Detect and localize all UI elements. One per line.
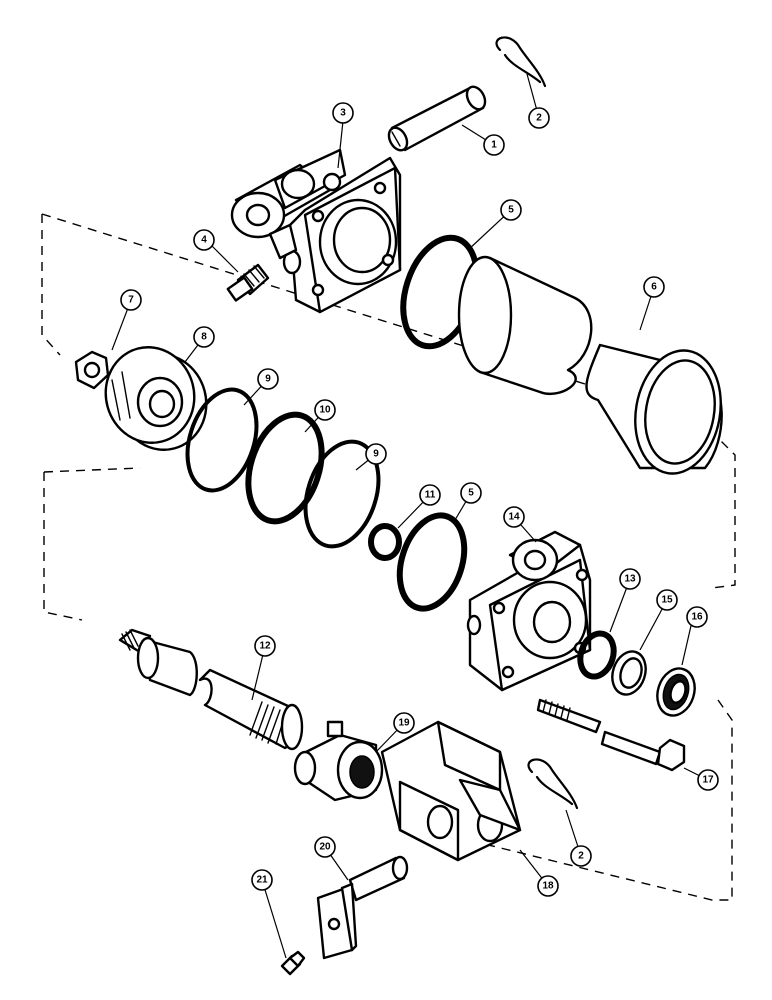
o-ring-part-11 xyxy=(368,523,402,561)
grease-fitting-part-21 xyxy=(280,950,306,976)
callout-6-label: 6 xyxy=(651,282,657,293)
callout-19-label: 19 xyxy=(398,718,410,729)
fitting-part-4 xyxy=(226,263,270,302)
callout-9-upper: 9 xyxy=(257,368,279,390)
callout-3-label: 3 xyxy=(340,108,346,119)
callout-21: 21 xyxy=(251,869,273,891)
callout-3: 3 xyxy=(332,102,354,124)
rod-nut-part-19 xyxy=(293,720,384,802)
seal-part-16 xyxy=(656,667,696,717)
callout-1-label: 1 xyxy=(491,140,497,151)
butt-end-housing-part-3 xyxy=(230,148,402,314)
ring-part-13 xyxy=(577,630,617,680)
callout-2-top-label: 2 xyxy=(536,113,542,124)
callout-17: 17 xyxy=(697,769,719,791)
callout-19: 19 xyxy=(393,712,415,734)
callout-4: 4 xyxy=(193,229,215,251)
callout-7-label: 7 xyxy=(128,295,134,306)
clevis-part-18 xyxy=(380,720,522,862)
callout-10: 10 xyxy=(314,399,336,421)
clip-part-2-bottom xyxy=(527,758,579,810)
callout-5-bottom: 5 xyxy=(460,482,482,504)
callout-6: 6 xyxy=(643,276,665,298)
o-ring-part-5-bottom xyxy=(396,512,468,612)
callout-5-top-label: 5 xyxy=(508,205,514,216)
callout-15: 15 xyxy=(656,589,678,611)
callout-16: 16 xyxy=(686,606,708,628)
callout-12: 12 xyxy=(254,635,276,657)
callout-5-top: 5 xyxy=(500,199,522,221)
rod-end-housing-part-14 xyxy=(466,530,592,692)
callout-2-bottom: 2 xyxy=(570,845,592,867)
callout-2-bottom-label: 2 xyxy=(578,851,584,862)
callout-18: 18 xyxy=(537,875,559,897)
callout-15-label: 15 xyxy=(661,595,673,606)
callout-9-lower: 9 xyxy=(365,443,387,465)
callout-13-label: 13 xyxy=(624,574,636,585)
bolt-part-17 xyxy=(536,698,686,772)
callout-8: 8 xyxy=(193,326,215,348)
callout-1: 1 xyxy=(483,134,505,156)
nut-part-7 xyxy=(74,350,110,390)
callout-20-label: 20 xyxy=(319,842,331,853)
callout-7: 7 xyxy=(120,289,142,311)
callout-2-top: 2 xyxy=(528,107,550,129)
callout-11-label: 11 xyxy=(425,490,436,501)
pin-part-20 xyxy=(316,855,409,960)
callout-10-label: 10 xyxy=(319,405,331,416)
ring-part-10 xyxy=(245,411,325,525)
callout-9-upper-label: 9 xyxy=(265,374,271,385)
pin-part-1 xyxy=(387,85,487,152)
ring-part-9b xyxy=(303,439,381,549)
callout-20: 20 xyxy=(314,836,336,858)
barrel-part-6 xyxy=(457,255,723,475)
callout-5-bottom-label: 5 xyxy=(468,488,474,499)
piston-rod-part-12 xyxy=(118,628,304,751)
piston-part-8 xyxy=(104,346,208,451)
clip-part-2-top xyxy=(495,36,547,88)
callout-12-label: 12 xyxy=(259,641,271,652)
callout-14-label: 14 xyxy=(508,512,520,523)
callout-17-label: 17 xyxy=(702,775,714,786)
callout-16-label: 16 xyxy=(691,612,703,623)
callout-13: 13 xyxy=(619,568,641,590)
wiper-part-15 xyxy=(611,650,647,696)
callout-8-label: 8 xyxy=(201,332,207,343)
callout-11: 11 xyxy=(419,484,441,506)
callout-4-label: 4 xyxy=(201,235,207,246)
callout-18-label: 18 xyxy=(542,881,554,892)
callout-9-lower-label: 9 xyxy=(373,449,379,460)
callout-14: 14 xyxy=(503,506,525,528)
upper-group-outline xyxy=(41,213,736,589)
lower-group-outline xyxy=(43,467,733,901)
callout-21-label: 21 xyxy=(256,875,268,886)
